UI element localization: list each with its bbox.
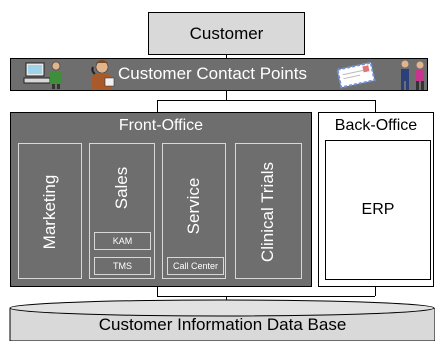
service-column: Service Call Center <box>162 143 226 279</box>
kam-label: KAM <box>112 236 133 246</box>
tms-label: TMS <box>113 261 132 271</box>
kam-box: KAM <box>94 232 151 250</box>
contact-points-label: Customer Contact Points <box>118 64 307 83</box>
clinical-trials-label: Clinical Trials <box>258 161 277 263</box>
back-office-title: Back-Office <box>334 117 418 134</box>
customer-box: Customer <box>148 12 305 55</box>
connector-top-horizontal <box>157 100 375 101</box>
front-office-title: Front-Office <box>118 117 204 134</box>
database-cylinder <box>9 299 435 341</box>
phone-user-icon <box>91 60 115 89</box>
connector-front-top <box>157 100 158 112</box>
meeting-people-icon <box>401 60 424 90</box>
connector-back-top <box>375 100 376 112</box>
call-center-box: Call Center <box>167 257 224 275</box>
marketing-column: Marketing <box>18 143 82 279</box>
connector-customer-contact <box>226 55 227 58</box>
connector-front-bottom <box>157 287 158 296</box>
call-center-label: Call Center <box>172 261 219 271</box>
erp-box: ERP <box>325 140 431 280</box>
computer-user-icon <box>23 61 62 89</box>
connector-db <box>226 296 227 302</box>
service-label: Service <box>184 177 203 235</box>
clinical-trials-column: Clinical Trials <box>235 143 302 279</box>
connector-bottom-horizontal <box>157 296 375 297</box>
connector-contact-down <box>226 91 227 100</box>
sales-column: Sales KAM TMS <box>89 143 155 279</box>
database-label: Customer Information Data Base <box>98 315 347 334</box>
customer-label: Customer <box>189 23 264 43</box>
connector-back-bottom <box>375 287 376 296</box>
sales-label: Sales <box>112 166 131 210</box>
marketing-label: Marketing <box>40 174 59 250</box>
erp-label: ERP <box>361 201 395 218</box>
envelope-icon <box>336 61 376 89</box>
tms-box: TMS <box>94 257 151 275</box>
